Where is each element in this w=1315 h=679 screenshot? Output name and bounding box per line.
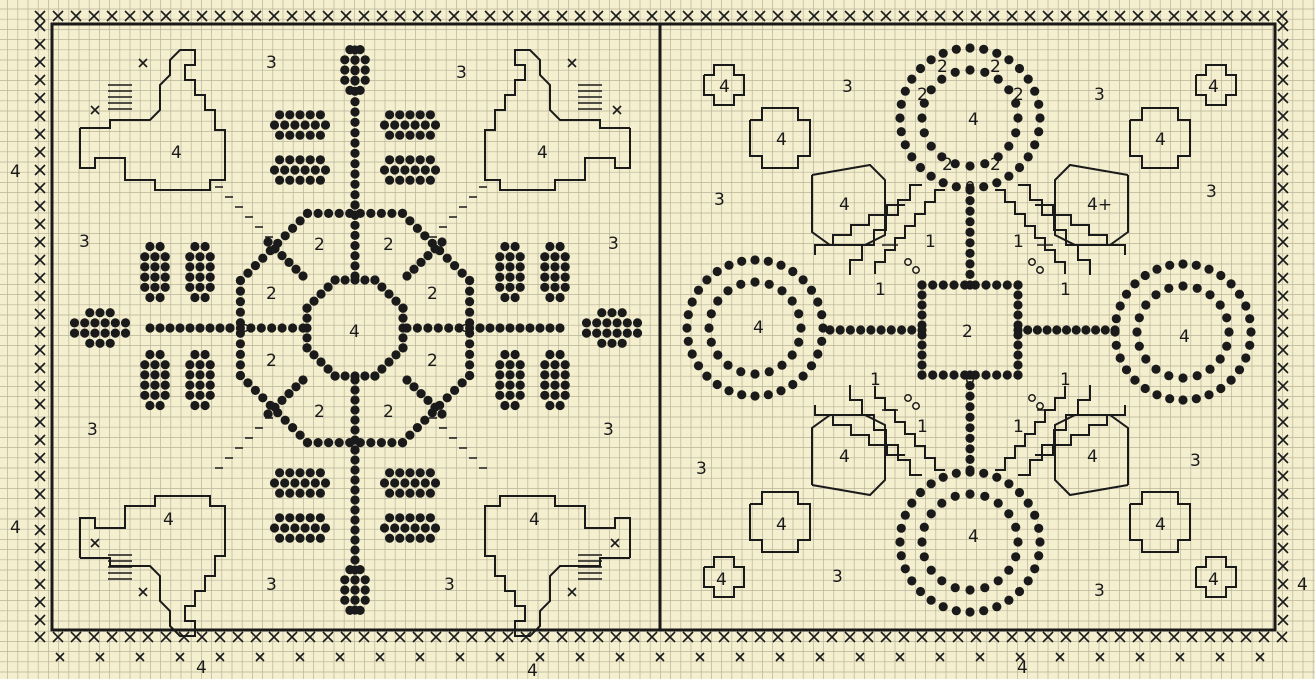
left-corner-number: 3	[608, 234, 619, 254]
right-step-number: 1	[925, 232, 936, 252]
right-step-number: 1	[1013, 232, 1024, 252]
left-corner-number: 3	[266, 575, 277, 595]
left-bird-number: 4	[171, 143, 182, 163]
left-bird-number: 4	[537, 143, 548, 163]
right-square-number: 4	[1208, 77, 1219, 97]
right-step-number: 1	[1013, 417, 1024, 437]
left-bird-number: 4	[163, 510, 174, 530]
edge-label-bottom-1: 4	[196, 658, 207, 678]
left-corner-number: 3	[266, 53, 277, 73]
right-petal-number: 2	[917, 85, 928, 105]
right-corner-number: 3	[1094, 581, 1105, 601]
left-ring-number: 2	[266, 351, 277, 371]
right-step-number: 1	[875, 280, 886, 300]
edge-label-left-bottom: 4	[10, 518, 21, 538]
right-square-number: 4	[1208, 570, 1219, 590]
left-center-number: 4	[349, 322, 360, 342]
edge-label-left-top: 4	[10, 162, 21, 182]
left-corner-number: 3	[87, 420, 98, 440]
right-corner-number: 3	[1094, 85, 1105, 105]
left-corner-number: 3	[603, 420, 614, 440]
left-ring-number: 2	[383, 402, 394, 422]
right-petal-number: 2	[990, 57, 1001, 77]
right-leaf-number: 4+	[1087, 195, 1112, 215]
right-step-number: 1	[870, 370, 881, 390]
right-petal-number: 2	[942, 155, 953, 175]
left-ring-number: 2	[266, 284, 277, 304]
right-step-number: 1	[1060, 280, 1071, 300]
left-ring-number: 2	[383, 235, 394, 255]
right-step-number: 1	[1060, 370, 1071, 390]
right-step-number: 1	[917, 417, 928, 437]
left-ring-number: 2	[314, 235, 325, 255]
right-corner-number: 3	[842, 77, 853, 97]
right-corner-number: 3	[832, 567, 843, 587]
right-square-number: 4	[719, 77, 730, 97]
right-corner-number: 3	[1190, 451, 1201, 471]
right-square-number: 4	[776, 130, 787, 150]
right-flower-number: 4	[968, 110, 979, 130]
right-leaf-number: 4	[1087, 447, 1098, 467]
right-flower-number: 4	[968, 527, 979, 547]
left-bird-number: 4	[529, 510, 540, 530]
right-square-number: 4	[1155, 130, 1166, 150]
edge-label-bottom-3: 4	[1017, 658, 1028, 678]
right-center-number: 2	[962, 322, 973, 342]
right-petal-number: 2	[937, 57, 948, 77]
right-square-number: 4	[716, 570, 727, 590]
right-leaf-number: 4	[839, 195, 850, 215]
left-ring-number: 2	[314, 402, 325, 422]
right-corner-number: 3	[1206, 182, 1217, 202]
right-leaf-number: 4	[839, 447, 850, 467]
right-petal-number: 2	[990, 155, 1001, 175]
right-corner-number: 3	[714, 190, 725, 210]
right-flower-number: 4	[753, 318, 764, 338]
left-ring-number: 2	[427, 284, 438, 304]
left-corner-number: 3	[444, 575, 455, 595]
right-corner-number: 3	[696, 459, 707, 479]
left-corner-number: 3	[79, 232, 90, 252]
right-petal-number: 2	[1013, 85, 1024, 105]
right-square-number: 4	[1155, 515, 1166, 535]
left-ring-number: 2	[427, 351, 438, 371]
edge-label-right: 4	[1297, 575, 1308, 595]
edge-label-bottom-2: 4	[527, 661, 538, 679]
right-square-number: 4	[776, 515, 787, 535]
right-flower-number: 4	[1179, 327, 1190, 347]
left-corner-number: 3	[456, 63, 467, 83]
